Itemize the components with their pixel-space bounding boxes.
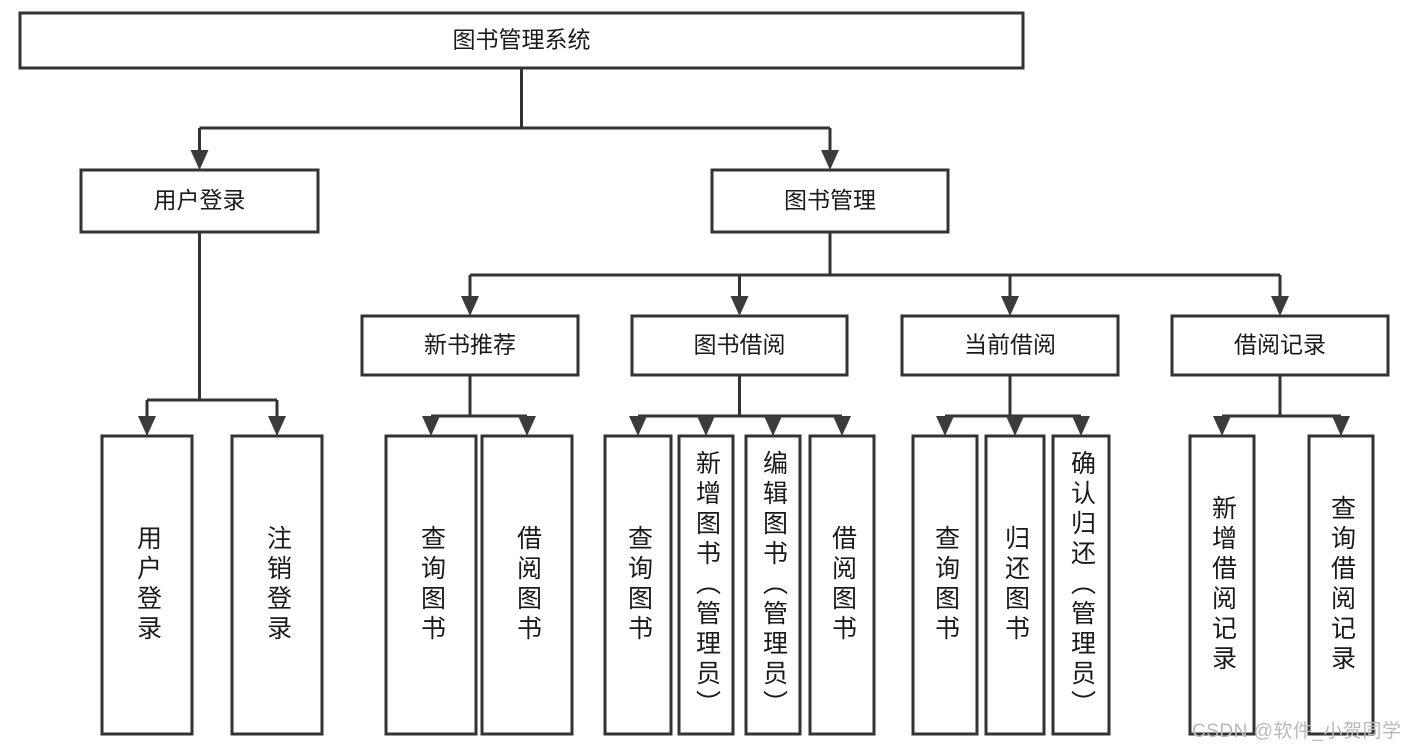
leaf-leaf-record-add[interactable] [1188,434,1256,736]
node-book-borrow[interactable]: 图书借阅 [630,314,849,377]
leaf-leaf-user-login[interactable] [100,434,194,736]
connector-book-borrow-to-leaf-borrow-borrow-book-head [833,416,851,436]
leaf-leaf-current-confirm-return[interactable] [1051,434,1111,736]
node-current-borrow-label: 当前借阅 [964,332,1056,358]
connector-user-login-to-leaf-user-login-head [138,416,156,436]
leaf-leaf-borrow-query-book[interactable] [603,434,673,736]
leaf-leaf-record-query-rect [1307,434,1375,736]
leaf-leaf-user-logout-rect [230,434,324,736]
connector-current-borrow-to-leaf-current-confirm-return-head [1072,416,1090,436]
leaf-leaf-current-query-book-rect [911,434,979,736]
leaf-leaf-borrow-add-book[interactable] [677,434,735,736]
connector-current-borrow-to-leaf-current-return-book-head [1006,416,1024,436]
connector-book-borrow-to-leaf-borrow-query-book-head [629,416,647,436]
leaf-leaf-user-logout[interactable] [230,434,324,736]
leaf-leaf-borrow-borrow-book-rect [808,434,876,736]
connector-root-to-book-management-head [821,150,839,170]
node-book-management-rect [710,168,950,234]
leaf-leaf-user-login-rect [100,434,194,736]
leaf-leaf-borrow-add-book-rect [677,434,735,736]
connector-bm-to-book-borrow-head [730,296,749,316]
connector-book-borrow-to-leaf-borrow-add-book-head [697,416,715,436]
leaf-leaf-record-query[interactable] [1307,434,1375,736]
node-user-login-label: 用户登录 [154,187,246,213]
csdn-watermark: CSDN @软件_小贺同学 [1192,721,1402,742]
node-root[interactable]: 图书管理系统 [18,11,1025,70]
node-book-borrow-rect [630,314,849,377]
node-book-management-label: 图书管理 [784,187,876,213]
connector-new-book-recommend-to-leaf-recommend-query-book-head [422,416,440,436]
connector-bm-to-borrow-record-head [1271,296,1289,316]
node-user-login[interactable]: 用户登录 [79,168,320,234]
leaf-leaf-recommend-query-book-rect [384,434,478,736]
node-book-borrow-label: 图书借阅 [694,332,786,358]
node-new-book-recommend-rect [360,314,580,377]
leaf-leaf-record-add-rect [1188,434,1256,736]
connector-root-to-user-login-head [190,150,209,170]
node-user-login-rect [79,168,320,234]
node-root-rect [18,11,1025,70]
node-current-borrow-rect [900,314,1120,377]
leaf-leaf-current-return-book-rect [984,434,1046,736]
leaf-leaf-borrow-borrow-book[interactable] [808,434,876,736]
connector-borrow-record-to-leaf-record-query-head [1332,416,1350,436]
node-new-book-recommend-label: 新书推荐 [424,332,516,358]
leaf-leaf-current-return-book[interactable] [984,434,1046,736]
leaf-leaf-recommend-borrow-book-rect [480,434,574,736]
leaf-leaf-borrow-edit-book[interactable] [744,434,802,736]
connector-bm-to-current-borrow-head [1001,296,1019,316]
connector-user-login-to-leaf-user-logout-head [268,416,286,436]
connector-current-borrow-to-leaf-current-query-book-head [936,416,954,436]
leaf-leaf-current-query-book[interactable] [911,434,979,736]
node-book-management[interactable]: 图书管理 [710,168,950,234]
connector-bm-to-new-book-recommend-head [461,296,479,316]
node-root-label: 图书管理系统 [453,27,591,53]
connector-new-book-recommend-to-leaf-recommend-borrow-book-head [518,416,536,436]
connectors-layer [138,68,1350,436]
leaf-leaf-borrow-query-book-rect [603,434,673,736]
node-borrow-record-rect [1170,314,1390,377]
node-borrow-record-label: 借阅记录 [1234,332,1326,358]
connector-borrow-record-to-leaf-record-add-head [1213,416,1231,436]
leaf-leaf-current-confirm-return-rect [1051,434,1111,736]
leaf-leaf-borrow-edit-book-rect [744,434,802,736]
leaf-leaf-recommend-borrow-book[interactable] [480,434,574,736]
node-current-borrow[interactable]: 当前借阅 [900,314,1120,377]
leaf-leaf-recommend-query-book[interactable] [384,434,478,736]
connector-book-borrow-to-leaf-borrow-edit-book-head [764,416,782,436]
node-borrow-record[interactable]: 借阅记录 [1170,314,1390,377]
node-new-book-recommend[interactable]: 新书推荐 [360,314,580,377]
